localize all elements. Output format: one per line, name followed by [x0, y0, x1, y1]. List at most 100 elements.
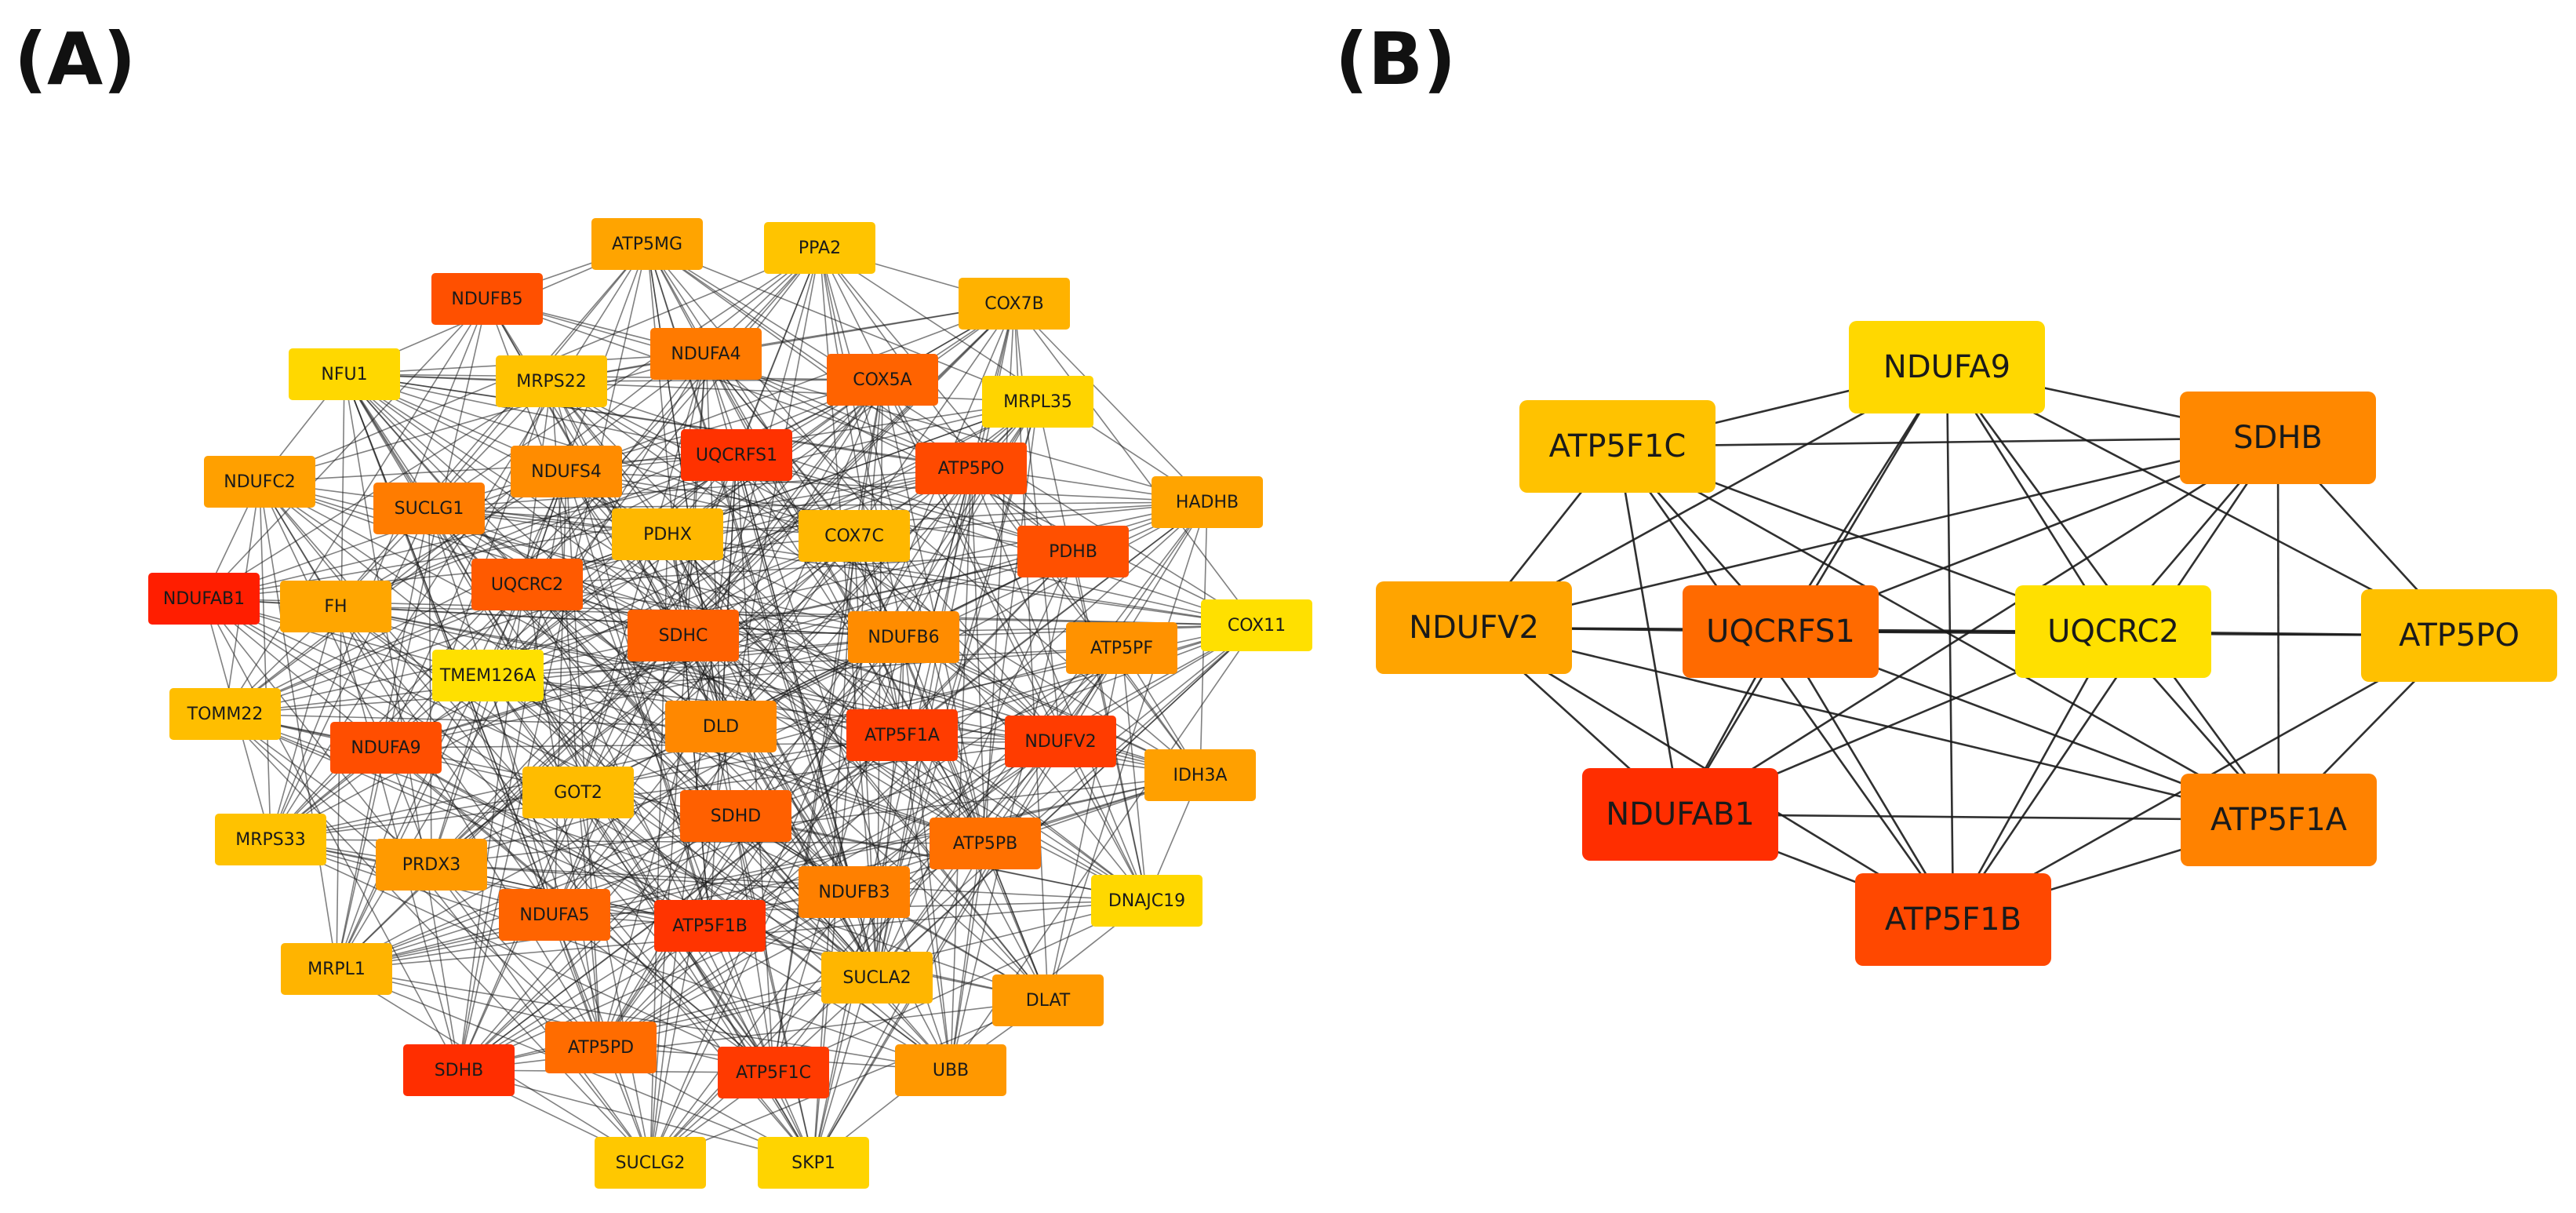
- node-ubb: UBB: [895, 1044, 1006, 1096]
- node-ndufb5: NDUFB5: [431, 273, 543, 325]
- node-atp5pf: ATP5PF: [1066, 622, 1177, 674]
- network-a-edge: [984, 843, 1049, 1001]
- node-atp5f1c: ATP5F1C: [1519, 400, 1716, 493]
- network-a-edge: [259, 481, 271, 840]
- network-a-edge: [203, 598, 855, 893]
- network-a-edge: [577, 535, 855, 793]
- node-tomm22: TOMM22: [169, 688, 281, 740]
- network-a-edge: [876, 636, 904, 978]
- node-atp5f1a: ATP5F1A: [2181, 774, 2377, 866]
- network-a-edge: [667, 534, 1257, 626]
- network-a-edge: [336, 968, 774, 1073]
- network-a-edge: [259, 481, 878, 978]
- network-a-edge: [566, 303, 1015, 472]
- network-a-edge: [1060, 741, 1148, 902]
- node-ndufa9: NDUFA9: [1849, 321, 2045, 413]
- node-fh: FH: [280, 581, 391, 632]
- node-mrpl1: MRPL1: [281, 943, 392, 995]
- node-atp5pd: ATP5PD: [545, 1022, 657, 1073]
- network-a-edge: [270, 584, 528, 840]
- panel-label-b: (B): [1335, 17, 1457, 101]
- network-a-edge: [428, 247, 820, 509]
- network-a-edge: [428, 468, 972, 509]
- node-atp5f1c: ATP5F1C: [718, 1047, 829, 1098]
- network-a-edge: [682, 635, 1148, 902]
- network-a-edge: [735, 815, 814, 1164]
- node-dnajc19: DNAJC19: [1091, 875, 1202, 927]
- network-a-edge: [901, 734, 951, 1071]
- node-cox7c: COX7C: [799, 510, 910, 562]
- node-dlat: DLAT: [992, 974, 1104, 1026]
- node-mrps33: MRPS33: [215, 814, 326, 865]
- network-a-edge: [431, 864, 855, 893]
- network-a-edge: [458, 977, 878, 1071]
- network-a-edge: [458, 636, 904, 1071]
- network-a-edge: [203, 468, 972, 599]
- node-dld: DLD: [665, 701, 777, 752]
- node-mrpl35: MRPL35: [982, 376, 1093, 428]
- network-a-edge: [336, 741, 1061, 970]
- network-a-edge: [224, 713, 651, 1164]
- node-sdhb: SDHB: [403, 1044, 515, 1096]
- node-hadhb: HADHB: [1152, 476, 1263, 528]
- network-a-edge: [431, 864, 651, 1164]
- network-a-edge: [566, 471, 711, 927]
- node-cox5a: COX5A: [827, 354, 938, 406]
- network-a-edge: [646, 243, 1039, 403]
- network-a-edge: [853, 647, 1122, 893]
- node-sucla2: SUCLA2: [821, 952, 933, 1004]
- node-skp1: SKP1: [758, 1137, 869, 1189]
- node-ndufb3: NDUFB3: [799, 866, 910, 918]
- network-a-edge: [876, 647, 1122, 978]
- network-a-edge: [819, 247, 1208, 503]
- node-pdhx: PDHX: [612, 508, 723, 560]
- network-a-edge: [458, 815, 737, 1071]
- network-a-edge: [901, 625, 1257, 736]
- network-a-edge: [709, 925, 814, 1164]
- network-a-edge: [431, 675, 489, 865]
- network-b-edge: [1617, 436, 2279, 448]
- network-a-edge: [566, 471, 1208, 503]
- network-a-edge: [336, 625, 1257, 970]
- node-uqcrc2: UQCRC2: [471, 559, 583, 610]
- network-a-edge: [1047, 647, 1122, 1001]
- node-ndufc2: NDUFC2: [204, 456, 315, 508]
- node-ppa2: PPA2: [764, 222, 875, 274]
- network-a-edge: [259, 454, 737, 483]
- network-a-edge: [344, 373, 883, 381]
- panel-label-a: (A): [14, 17, 136, 101]
- network-b-edge: [1679, 813, 2279, 821]
- node-uqcrfs1: UQCRFS1: [1683, 585, 1879, 678]
- network-a-edge: [526, 247, 820, 585]
- network-a-edge: [270, 508, 430, 840]
- network-a-edge: [431, 635, 684, 865]
- network-a-edge: [336, 584, 528, 970]
- network-b-edge: [1473, 436, 2279, 629]
- network-a-edge: [667, 303, 1015, 535]
- network-a-edge: [344, 373, 1049, 1001]
- network-b-edge: [1779, 631, 1955, 920]
- network-a-edge: [577, 792, 814, 1164]
- node-idh3a: IDH3A: [1144, 749, 1256, 801]
- network-a-edge: [1121, 647, 1148, 902]
- node-prdx3: PRDX3: [376, 839, 487, 891]
- network-a-edge: [554, 914, 774, 1073]
- network-a-edge: [682, 635, 986, 844]
- node-ndufa9: NDUFA9: [330, 722, 442, 774]
- network-a-edge: [853, 535, 1257, 626]
- network-a-edge: [853, 501, 1208, 537]
- node-ndufs4: NDUFS4: [511, 446, 622, 497]
- network-a-edge: [903, 468, 972, 638]
- network-a-edge: [487, 675, 555, 916]
- network-a-edge: [335, 606, 555, 916]
- network-a-edge: [773, 900, 1148, 1073]
- network-a-edge: [224, 636, 904, 715]
- node-ndufb6: NDUFB6: [848, 611, 959, 663]
- node-atp5pb: ATP5PB: [930, 818, 1041, 869]
- network-a-edge: [649, 1000, 1049, 1164]
- network-a-edge: [1013, 303, 1208, 503]
- network-a-edge: [431, 864, 602, 1048]
- node-cox7b: COX7B: [959, 278, 1070, 330]
- node-tmem126a: TMEM126A: [432, 650, 544, 701]
- network-a-edge: [736, 454, 774, 1073]
